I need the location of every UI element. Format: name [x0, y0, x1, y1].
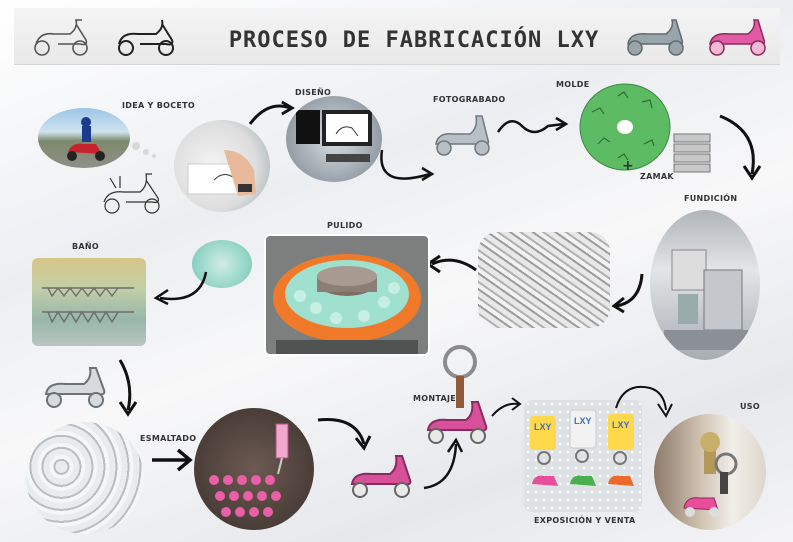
- uso-photo-door: [654, 414, 766, 530]
- zamak-plus-sign: +: [622, 158, 635, 174]
- idea-photo-scooter: [38, 108, 130, 168]
- step-label-zamak: ZAMAK: [640, 172, 674, 181]
- rider-scooter-icon: [67, 117, 105, 161]
- enameled-scooter-icon: [350, 455, 412, 498]
- step-label-esmaltado: ESMALTADO: [140, 434, 197, 443]
- arrow-diseno-to-fotograbado: [380, 149, 435, 182]
- arrow-bano-to-pieces: [118, 359, 138, 417]
- step-label-exposicion: EXPOSICIÓN Y VENTA: [534, 516, 636, 525]
- diseno-photo-computer: [286, 96, 382, 182]
- sketch-scooter-icon: [103, 173, 160, 214]
- step-label-pulido: PULIDO: [327, 221, 363, 230]
- arrow-pieces-to-pulido: [425, 254, 477, 274]
- thought-bubbles: [132, 142, 156, 158]
- step-label-bano: BAÑO: [72, 242, 99, 251]
- arrow-pulido-to-bano: [153, 271, 208, 306]
- idea-photo-hand-drawing: [174, 120, 270, 212]
- pulido-photo-machine: [264, 234, 430, 356]
- arrow-idea-to-diseno: [248, 100, 295, 125]
- vibratory-bowl-icon: [273, 254, 421, 354]
- plated-pieces-photo: [26, 422, 144, 534]
- fotograbado-scooter-icon: [435, 115, 490, 156]
- zamak-ingots-icon: [673, 133, 711, 173]
- arrow-fundicion-to-pieces: [611, 273, 644, 314]
- step-label-molde: MOLDE: [556, 80, 590, 89]
- arrow-to-esmaltado: [152, 448, 193, 472]
- step-label-fundicion: FUNDICIÓN: [684, 194, 738, 203]
- arrow-exposicion-to-uso: [615, 386, 673, 418]
- casting-machine-icon: [664, 249, 748, 350]
- keychain-scooter-icon: [426, 345, 488, 444]
- page-title: PROCESO DE FABRICACIÓN LXY: [228, 28, 600, 53]
- enamel-syringe-icon: [209, 423, 289, 517]
- exposicion-display-photo: LXY LXY LXY: [524, 400, 642, 512]
- step-label-montaje: MONTAJE: [413, 394, 457, 403]
- header-banner: PROCESO DE FABRICACIÓN LXY: [14, 8, 780, 65]
- step-label-uso: USO: [740, 402, 760, 411]
- arrow-fotograbado-to-molde: [496, 116, 569, 134]
- drawing-hand-icon: [187, 150, 256, 196]
- arrow-molde-to-fundicion: [719, 114, 762, 181]
- display-brand-1: LXY: [534, 422, 552, 432]
- scooter-grey-icon: [627, 19, 684, 56]
- arrow-montaje-to-exposicion: [491, 397, 522, 417]
- step-label-idea: IDEA Y BOCETO: [122, 101, 196, 110]
- step-label-diseno: DISEÑO: [295, 88, 332, 97]
- arrow-enameled-to-montaje: [423, 437, 464, 490]
- key-in-door-icon: [683, 432, 738, 517]
- raw-pieces-pile: [478, 232, 610, 328]
- scooter-pink-icon: [709, 19, 766, 56]
- plated-scooter-icon: [44, 367, 106, 408]
- fundicion-photo-machine: [650, 210, 760, 360]
- scooter-outline-icon: [34, 19, 88, 56]
- scooter-outline-icon: [118, 19, 174, 56]
- plating-racks-icon: [42, 286, 134, 324]
- esmaltado-photo: [194, 408, 314, 530]
- display-cards-icon: LXY LXY LXY: [530, 409, 634, 486]
- display-brand-2: LXY: [574, 416, 592, 426]
- monitor-icon: [296, 110, 372, 162]
- molde-green-disc: [579, 83, 671, 171]
- bano-photo-tank: [32, 258, 146, 346]
- step-label-fotograbado: FOTOGRABADO: [433, 95, 506, 104]
- pulido-abrasive-stones: [192, 240, 252, 288]
- display-brand-3: LXY: [612, 420, 630, 430]
- arrow-esmaltado-to-enameled: [317, 418, 372, 451]
